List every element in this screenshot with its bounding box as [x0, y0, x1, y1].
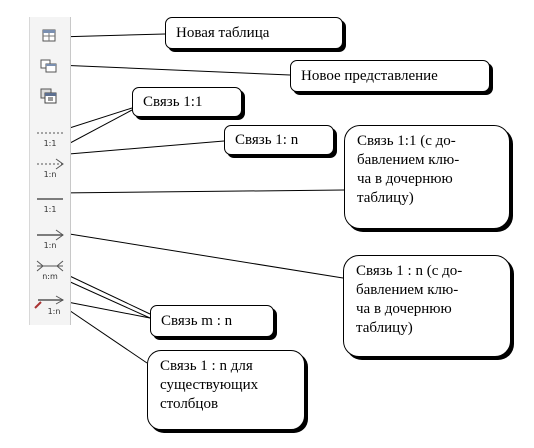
callout-line: таблицу): [357, 190, 414, 206]
callout-new-table: Новая таблица: [165, 17, 343, 49]
relation-one-to-many-button[interactable]: 1:n: [30, 158, 70, 182]
callout-relation-1-1: Связь 1:1: [132, 87, 242, 117]
callout-line: бавлением клю-: [357, 152, 460, 168]
callout-line: ча в дочернюю: [357, 171, 453, 187]
relation-type-label: 1:n: [47, 307, 61, 316]
callout-text: Связь 1:1: [143, 93, 203, 110]
relation-identifying-one-to-one-icon: [37, 198, 63, 200]
callout-relation-1-n-existing-columns: Связь 1 : n для существующих столбцов: [147, 350, 305, 430]
callout-line: существующих: [160, 377, 259, 393]
new-view-button[interactable]: [30, 55, 70, 77]
relation-existing-columns-icon: [34, 295, 65, 309]
callout-new-view: Новое представление: [290, 60, 490, 92]
relation-type-label: 1:n: [43, 170, 57, 179]
callout-relation-1-n-with-key: Связь 1 : n (с до- бавлением клю- ча в д…: [343, 255, 511, 357]
new-table-icon: [42, 29, 56, 42]
relation-type-label: 1:1: [43, 139, 57, 148]
relation-type-label: 1:1: [43, 205, 57, 214]
callout-text: Связь m : n: [161, 312, 233, 329]
callout-line: бавлением клю-: [356, 282, 459, 298]
callout-line: столбцов: [160, 396, 219, 412]
relation-one-to-many-icon: [37, 158, 64, 170]
relation-identifying-one-to-many-icon: [37, 229, 64, 241]
new-view-alt-icon: [40, 88, 57, 104]
callout-relation-1-n: Связь 1: n: [224, 125, 334, 155]
callout-line: Связь 1 : n (с до-: [356, 263, 463, 279]
callout-text: Связь 1: n: [235, 131, 299, 148]
relation-many-to-many-button[interactable]: n:m: [30, 260, 70, 284]
new-view-icon: [40, 59, 57, 73]
callout-text: Новое представление: [301, 67, 438, 84]
relation-many-to-many-icon: [36, 260, 64, 272]
callout-relation-1-1-with-key: Связь 1:1 (с до- бавлением клю- ча в доч…: [344, 125, 510, 229]
callout-line: таблицу): [356, 320, 413, 336]
relation-one-to-one-icon: [37, 132, 63, 134]
callout-line: Связь 1:1 (с до-: [357, 133, 456, 149]
callout-text: Новая таблица: [176, 24, 270, 41]
new-view-alt-button[interactable]: [30, 85, 70, 107]
callout-relation-m-n: Связь m : n: [150, 305, 274, 337]
new-table-button[interactable]: [30, 25, 70, 47]
relation-identifying-one-to-many-button[interactable]: 1:n: [30, 229, 70, 253]
relation-type-label: 1:n: [43, 241, 57, 250]
relation-existing-columns-button[interactable]: 1:n: [30, 295, 70, 321]
callout-line: ча в дочернюю: [356, 301, 452, 317]
relation-identifying-one-to-one-button[interactable]: 1:1: [30, 193, 70, 217]
callout-line: Связь 1 : n для: [160, 358, 253, 374]
relation-type-label: n:m: [42, 272, 58, 281]
relations-toolbar: 1:1 1:n 1:1 1:n n:m: [29, 17, 71, 325]
relation-one-to-one-button[interactable]: 1:1: [30, 127, 70, 151]
